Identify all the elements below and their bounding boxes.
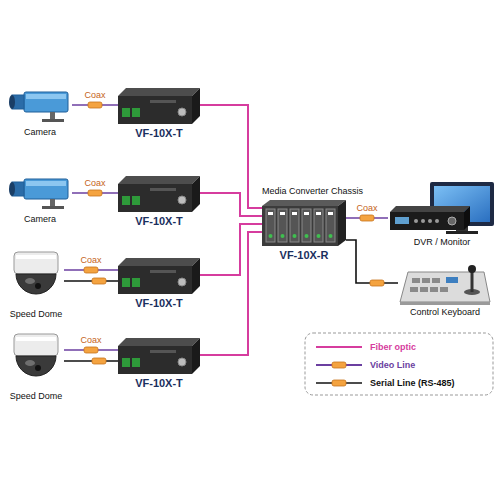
legend-text: Serial Line (RS-485) xyxy=(370,377,455,389)
dvr-monitor xyxy=(390,182,494,234)
legend-text: Video Line xyxy=(370,359,415,371)
connector xyxy=(64,278,118,284)
connector xyxy=(64,267,118,273)
box-camera xyxy=(9,179,68,209)
edge-label: Coax xyxy=(355,203,378,213)
edge-label: Coax xyxy=(83,178,106,188)
box-camera xyxy=(9,92,68,122)
speed-dome-node: Speed Dome xyxy=(8,332,64,388)
node-label: Speed Dome xyxy=(10,309,63,320)
coax-connector-tag xyxy=(88,102,102,108)
node-label: Control Keyboard xyxy=(410,307,480,318)
edge-label: Coax xyxy=(79,335,102,345)
connector xyxy=(64,358,118,364)
legend-frame xyxy=(305,333,493,395)
connector xyxy=(64,347,118,353)
coax-connector-tag xyxy=(370,280,384,286)
node-heading: Media Converter Chassis xyxy=(262,186,363,197)
connector-line xyxy=(64,280,118,282)
node-label: Camera xyxy=(24,214,56,225)
edge-label: Coax xyxy=(83,90,106,100)
node-label: VF-10X-T xyxy=(135,215,183,228)
keyboard-node: Control Keyboard xyxy=(398,262,492,304)
coax-connector-tag xyxy=(84,267,98,273)
converter-unit xyxy=(118,176,200,212)
coax-connector-tag xyxy=(84,347,98,353)
connector xyxy=(72,102,118,108)
coax-connector-tag xyxy=(92,278,106,284)
node-label: VF-10X-T xyxy=(135,377,183,390)
node-label: Speed Dome xyxy=(10,391,63,402)
converter-unit xyxy=(118,258,200,294)
control-keyboard xyxy=(400,265,490,305)
connector-line xyxy=(200,193,262,216)
connector xyxy=(72,190,118,196)
converter-unit xyxy=(118,338,200,374)
coax-connector-tag xyxy=(88,190,102,196)
coax-connector-tag xyxy=(360,215,374,221)
speed-dome-node: Speed Dome xyxy=(8,250,64,306)
converter-node: VF-10X-T xyxy=(118,336,200,374)
connector xyxy=(346,240,398,286)
converter-node: VF-10X-T xyxy=(118,174,200,212)
node-label: VF-10X-T xyxy=(135,127,183,140)
speed-dome xyxy=(14,334,58,376)
node-label: VF-10X-R xyxy=(280,249,329,262)
connector xyxy=(346,215,388,221)
node-label: VF-10X-T xyxy=(135,297,183,310)
camera-node: Camera xyxy=(8,88,72,124)
node-label: Camera xyxy=(24,127,56,138)
legend-text: Fiber optic xyxy=(370,341,416,353)
connector xyxy=(200,193,262,216)
edge-label: Coax xyxy=(79,255,102,265)
chassis xyxy=(262,200,346,246)
coax-connector-tag xyxy=(92,358,106,364)
dvr-node: DVR / Monitor xyxy=(388,182,496,234)
converter-node: VF-10X-T xyxy=(118,256,200,294)
speed-dome xyxy=(14,252,58,294)
connector-line xyxy=(346,240,398,283)
legend-sample xyxy=(332,380,346,386)
connector xyxy=(200,232,262,355)
chassis-node: Media Converter ChassisVF-10X-R xyxy=(262,200,346,246)
connector-line xyxy=(200,232,262,355)
connector-line xyxy=(64,360,118,362)
legend-sample xyxy=(332,362,346,368)
node-label: DVR / Monitor xyxy=(414,237,471,248)
converter-unit xyxy=(118,88,200,124)
converter-node: VF-10X-T xyxy=(118,86,200,124)
camera-node: Camera xyxy=(8,175,72,211)
legend-sample xyxy=(316,346,362,348)
